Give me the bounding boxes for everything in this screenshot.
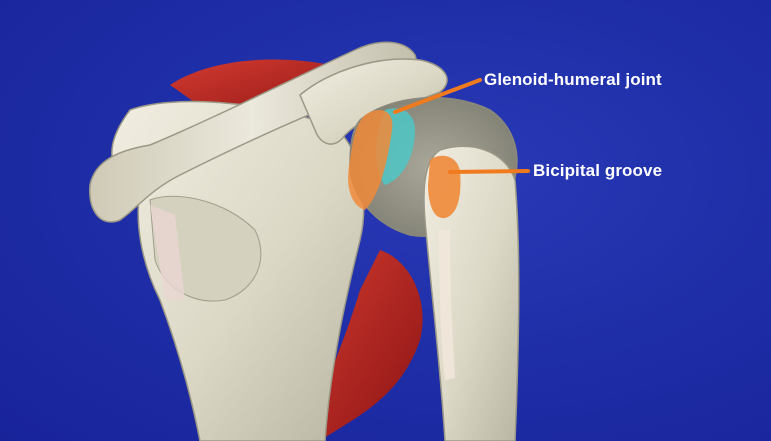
bicipital-groove-label: Bicipital groove xyxy=(533,161,662,181)
bicipital-pointer-line xyxy=(450,171,528,172)
glenoid-humeral-joint-label: Glenoid-humeral joint xyxy=(484,70,662,90)
bicipital-groove-highlight xyxy=(428,156,460,218)
